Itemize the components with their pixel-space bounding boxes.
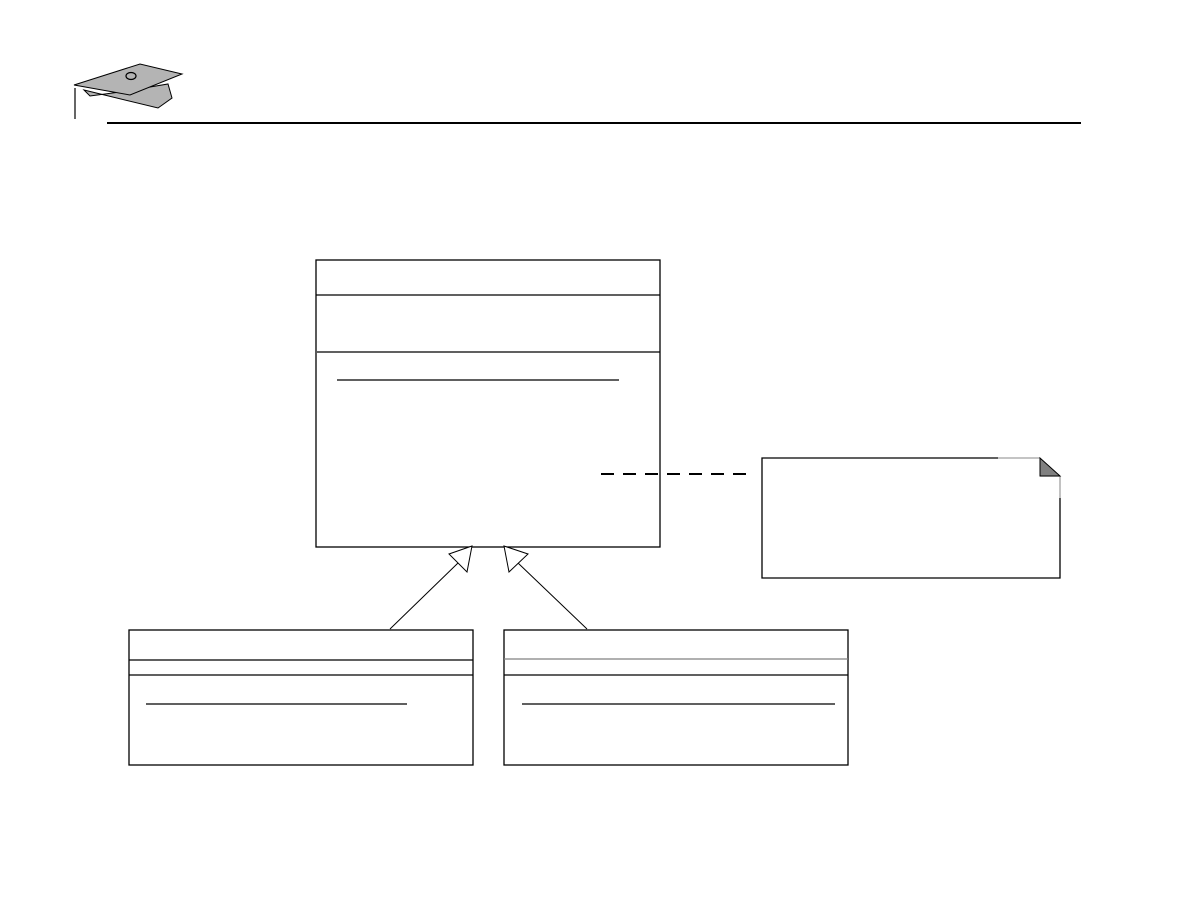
subclass-box-left[interactable] xyxy=(128,629,474,766)
note-fold-corner xyxy=(1039,456,1062,477)
note-box[interactable] xyxy=(761,456,1062,579)
generalization-arrow-left xyxy=(389,545,473,630)
graduation-cap-icon xyxy=(73,63,184,119)
superclass-box[interactable] xyxy=(315,259,661,548)
subclass-box-right[interactable] xyxy=(503,629,849,766)
generalization-arrow-right xyxy=(503,545,588,630)
